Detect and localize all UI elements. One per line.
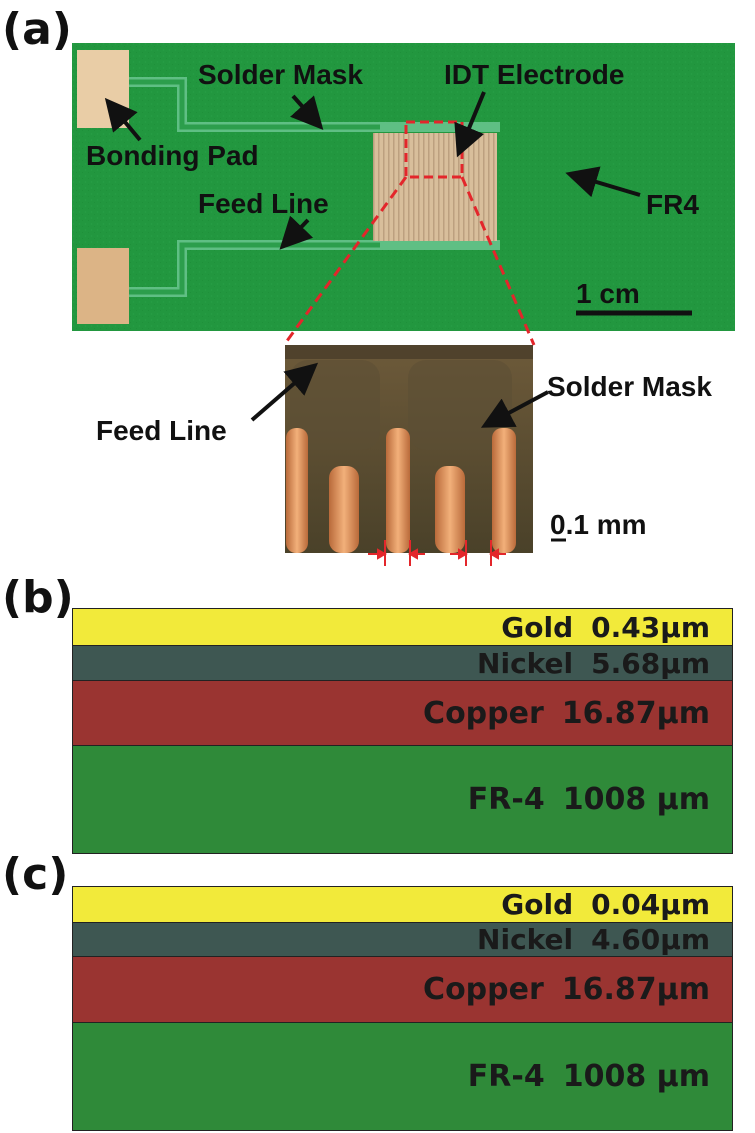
- layer-fr4: FR-4 1008 µm: [72, 1022, 733, 1131]
- label-spacing: S: [469, 565, 488, 570]
- layer-name: Copper: [423, 695, 544, 731]
- layer-thickness: 1008 µm: [562, 1059, 710, 1094]
- layer-nickel: Nickel 5.68µm: [72, 645, 733, 681]
- micrograph: [285, 345, 533, 566]
- label-micro-feed-line: Feed Line: [96, 415, 227, 446]
- arrow-micro-feed-line: [250, 362, 319, 422]
- layer-name: Copper: [423, 972, 544, 1007]
- label-micro-scale: 0.1 mm: [550, 509, 647, 540]
- bonding-pad-bottom: [77, 248, 129, 324]
- device-figure: Solder Mask IDT Electrode Bonding Pad Fe…: [72, 43, 735, 570]
- layer-thickness: 1008 µm: [562, 782, 710, 817]
- arrow-solder-mask: [290, 94, 324, 130]
- pcb-board: [72, 43, 735, 331]
- arrow-idt-electrode: [454, 91, 486, 158]
- layer-name: Nickel: [477, 923, 574, 956]
- layer-copper: Copper 16.87µm: [72, 680, 733, 746]
- layer-gold: Gold 0.43µm: [72, 608, 733, 646]
- layer-stack-b: Gold 0.43µm Nickel 5.68µm Copper 16.87µm FR…: [72, 608, 735, 854]
- zoom-guide-right: [460, 176, 536, 346]
- layer-fr4: FR-4 1008 µm: [72, 745, 733, 854]
- panel-label-b: (b): [2, 572, 74, 623]
- label-solder-mask: Solder Mask: [198, 59, 363, 90]
- layer-name: FR-4: [467, 782, 545, 817]
- arrow-fr4: [565, 166, 641, 198]
- panel-label-c: (c): [2, 849, 69, 900]
- label-bonding-pad: Bonding Pad: [86, 140, 259, 171]
- label-scale-1cm: 1 cm: [576, 278, 640, 309]
- layer-name: Gold: [501, 888, 574, 921]
- finger: [386, 428, 410, 553]
- layer-thickness: 5.68µm: [591, 646, 710, 680]
- layer-gold: Gold 0.04µm: [72, 886, 733, 923]
- layer-thickness: 16.87µm: [561, 972, 710, 1007]
- layer-name: FR-4: [467, 1059, 545, 1094]
- finger: [286, 428, 308, 553]
- layer-name: Nickel: [477, 646, 574, 680]
- layer-thickness: 0.04µm: [591, 888, 710, 921]
- layer-thickness: 4.60µm: [591, 923, 710, 956]
- finger: [435, 466, 465, 553]
- label-fr4: FR4: [646, 189, 699, 220]
- arrow-micro-solder-mask: [480, 390, 549, 428]
- finger: [329, 466, 359, 553]
- layer-stack-c: Gold 0.04µm Nickel 4.60µm Copper 16.87µm FR…: [72, 886, 735, 1131]
- zoom-guide-left: [282, 176, 408, 346]
- layer-thickness: 16.87µm: [561, 695, 710, 731]
- arrow-feed-line: [279, 215, 314, 250]
- label-width: W: [382, 565, 411, 570]
- finger: [492, 428, 516, 553]
- label-micro-solder-mask: Solder Mask: [547, 371, 712, 402]
- layer-copper: Copper 16.87µm: [72, 956, 733, 1023]
- arrow-bonding-pad: [104, 97, 142, 142]
- layer-nickel: Nickel 4.60µm: [72, 922, 733, 957]
- zoom-box: [404, 120, 464, 179]
- panel-label-a: (a): [2, 4, 72, 55]
- label-idt-electrode: IDT Electrode: [444, 59, 624, 90]
- idt-electrode: [373, 133, 497, 241]
- layer-thickness: 0.43µm: [591, 610, 710, 644]
- label-feed-line: Feed Line: [198, 188, 329, 219]
- layer-name: Gold: [501, 610, 574, 644]
